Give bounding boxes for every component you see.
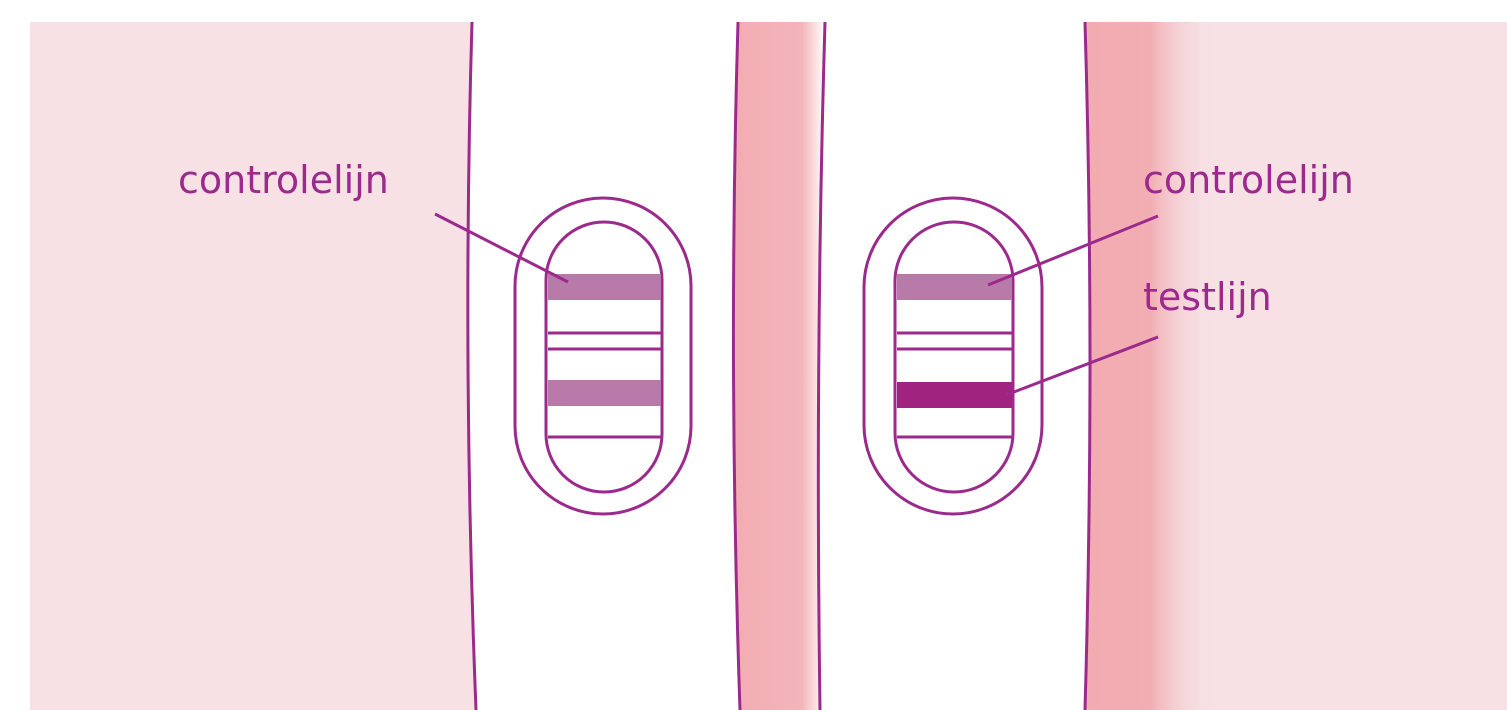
right-test-label: testlijn [1143, 275, 1272, 319]
left-result-window [515, 198, 691, 514]
left-control-line [548, 274, 661, 300]
left-faint-line [548, 380, 661, 406]
right-test-line [897, 382, 1012, 408]
left-pink-background [30, 22, 475, 710]
right-result-window [864, 198, 1042, 514]
right-control-label: controlelijn [1143, 158, 1354, 202]
right-strip-shadow [1085, 22, 1215, 710]
left-control-label: controlelijn [178, 158, 389, 202]
right-control-line [897, 274, 1012, 300]
middle-strip-shadow [733, 22, 825, 710]
